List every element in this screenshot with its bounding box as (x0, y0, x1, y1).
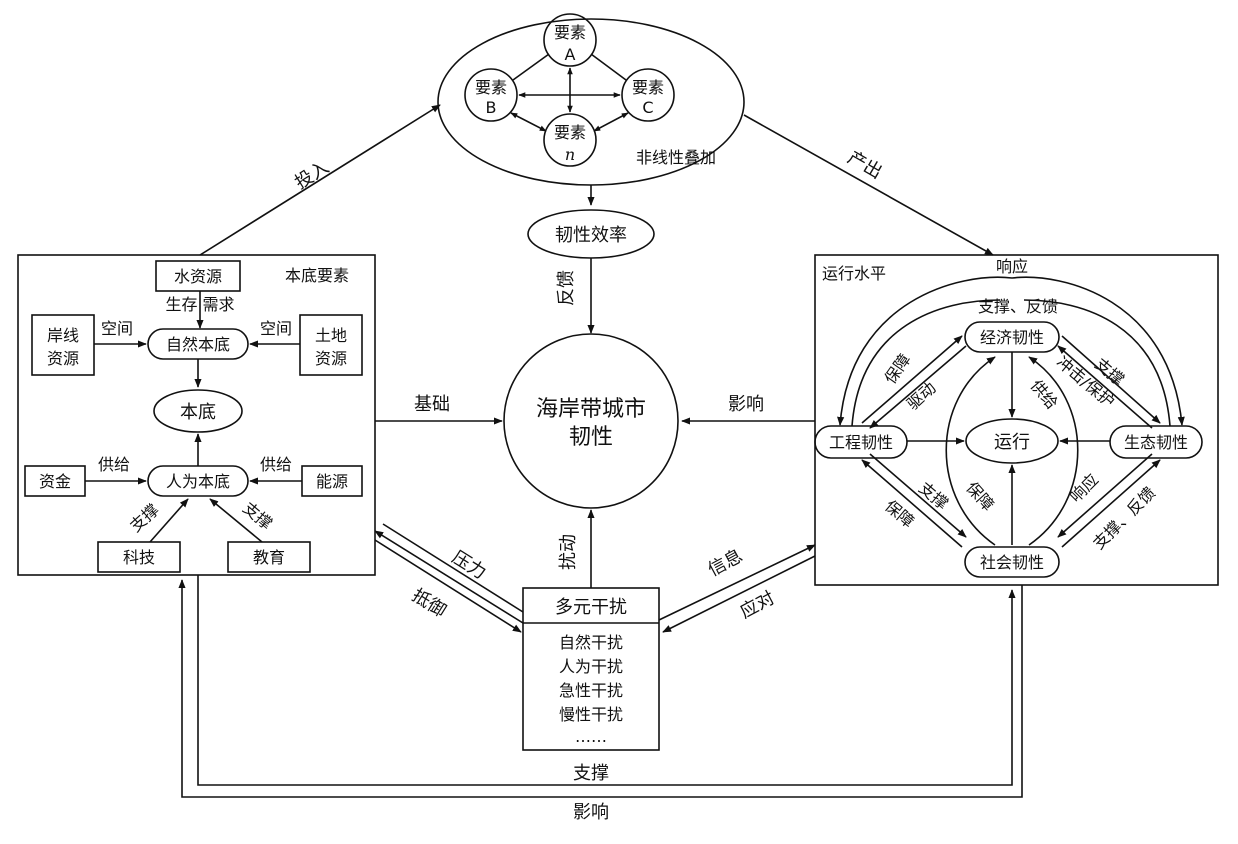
supply-left-label: 供给 (98, 455, 130, 474)
factor-a-label2: A (565, 45, 576, 64)
center-label-line1: 海岸带城市 (536, 397, 646, 422)
center-label-line2: 韧性 (569, 425, 613, 450)
disturbance-item: …… (575, 727, 607, 746)
disturbance-item: 慢性干扰 (559, 705, 623, 724)
operation-label: 运行 (994, 432, 1030, 453)
info-label: 信息 (705, 545, 747, 580)
respond-top-label: 响应 (996, 257, 1028, 276)
guarantee-bl-label: 保障 (881, 496, 918, 531)
overlay-label: 非线性叠加 (636, 148, 716, 167)
social-label: 社会韧性 (980, 553, 1044, 572)
disturbance-title: 多元干扰 (555, 597, 627, 618)
economic-label: 经济韧性 (980, 328, 1044, 347)
support-bl-label: 支撑 (915, 478, 952, 513)
water-resource-box (155, 260, 241, 292)
operation-level-panel (814, 254, 1219, 586)
output-label: 产出 (844, 147, 886, 183)
factor-b-label2: B (486, 98, 497, 117)
energy-label: 能源 (316, 472, 348, 491)
support-feedback-top-label: 支撑、反馈 (978, 297, 1058, 316)
factor-a-label1: 要素 (554, 23, 586, 42)
ecological-resilience-node (1109, 425, 1203, 459)
technology-box (97, 541, 181, 573)
foundation-label: 基础 (414, 394, 450, 415)
influence-bottom-label: 影响 (573, 802, 609, 823)
shoreline-resource-box (31, 314, 95, 376)
factor-n-label1: 要素 (554, 123, 586, 142)
factor-c-node (621, 68, 675, 122)
disturb-label: 扰动 (558, 534, 579, 570)
edu-label: 教育 (253, 548, 285, 567)
education-box (227, 541, 311, 573)
shore-label2: 资源 (47, 349, 79, 368)
space-left-label: 空间 (101, 319, 133, 338)
factor-b-node (464, 68, 518, 122)
supply-right-label: 供给 (260, 455, 292, 474)
base-node (153, 389, 243, 433)
input-label: 投入 (291, 157, 333, 194)
support-left-label: 支撑 (126, 500, 163, 536)
social-resilience-node (964, 546, 1060, 578)
coastal-city-resilience-node (503, 333, 679, 509)
efficiency-label: 韧性效率 (555, 225, 627, 246)
factor-c-label2: C (642, 98, 653, 117)
respond-br-label: 响应 (1066, 470, 1102, 506)
right-panel-title: 运行水平 (822, 264, 886, 283)
engineering-label: 工程韧性 (829, 433, 893, 452)
water-label: 水资源 (174, 267, 222, 286)
capital-label: 资金 (39, 472, 71, 491)
land-label2: 资源 (315, 349, 347, 368)
natural-base-label: 自然本底 (166, 335, 230, 354)
factor-b-label1: 要素 (475, 78, 507, 97)
guarantee-c-label: 保障 (962, 478, 998, 515)
left-panel-title: 本底要素 (285, 266, 349, 285)
disturbance-item: 自然干扰 (559, 633, 623, 652)
support-bottom-label: 支撑 (573, 763, 609, 784)
factor-n-label2: n (565, 145, 575, 164)
disturbance-item: 急性干扰 (559, 681, 623, 700)
land-resource-box (299, 314, 363, 376)
factor-a-node (543, 13, 597, 67)
factor-n-node (543, 113, 597, 167)
space-right-label: 空间 (260, 319, 292, 338)
base-label: 本底 (180, 402, 216, 423)
resist-label: 抵御 (408, 585, 450, 622)
human-base-label: 人为本底 (166, 472, 230, 491)
disturbance-item: 人为干扰 (559, 657, 623, 676)
engineering-resilience-node (814, 425, 908, 459)
influence-label: 影响 (728, 394, 764, 415)
water-note: 生存 需求 (165, 295, 234, 314)
factor-c-label1: 要素 (632, 78, 664, 97)
land-label1: 土地 (315, 326, 347, 345)
ecological-label: 生态韧性 (1124, 433, 1188, 452)
base-factors-panel (17, 254, 376, 576)
human-base-node (147, 465, 249, 497)
support-feedback-br-label: 支撑、反馈 (1089, 483, 1159, 553)
supply-label: 供给 (1027, 376, 1062, 413)
feedback-label: 反馈 (556, 270, 577, 306)
tech-label: 科技 (123, 548, 155, 567)
shore-label1: 岸线 (47, 326, 79, 345)
